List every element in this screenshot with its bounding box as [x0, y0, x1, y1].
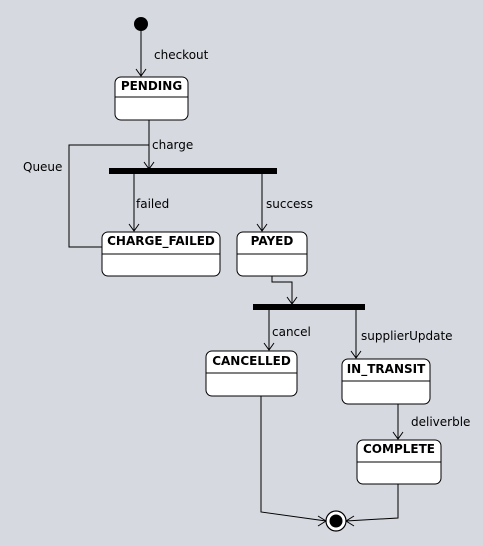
transition-label-deliverble: deliverble [411, 415, 470, 429]
state-name: CHARGE_FAILED [107, 234, 215, 249]
initial-state-node [134, 17, 148, 31]
transition-label-success: success [266, 197, 313, 211]
state-pending[interactable]: PENDING [114, 76, 189, 121]
state-in-transit[interactable]: IN_TRANSIT [341, 358, 431, 405]
arrowhead [135, 68, 147, 77]
state-payed[interactable]: PAYED [236, 231, 308, 277]
edge-payed-to-fork [271, 276, 293, 304]
state-cancelled[interactable]: CANCELLED [205, 350, 298, 397]
state-name: PENDING [121, 79, 182, 93]
final-state-node [325, 510, 347, 532]
fork-bar [109, 168, 277, 174]
transition-label-charge: charge [152, 138, 193, 152]
transition-label-supplier-update: supplierUpdate [361, 329, 453, 343]
state-name: COMPLETE [363, 442, 435, 456]
edge-complete-to-final [345, 484, 399, 522]
arrowhead [263, 342, 275, 351]
transition-label-checkout: checkout [154, 48, 209, 62]
transition-label-failed: failed [136, 197, 169, 211]
edge-cancelled-to-final [260, 396, 327, 522]
edge-queue-loop [68, 144, 149, 248]
fork-bar [253, 304, 365, 310]
state-complete[interactable]: COMPLETE [356, 439, 442, 485]
state-name: CANCELLED [212, 354, 291, 368]
state-charge-failed[interactable]: CHARGE_FAILED [101, 231, 221, 277]
transition-label-queue: Queue [23, 160, 62, 174]
transition-label-cancel: cancel [272, 325, 311, 339]
arrowhead [256, 223, 268, 232]
state-name: IN_TRANSIT [347, 362, 426, 377]
arrowhead [350, 350, 362, 359]
state-name: PAYED [251, 234, 294, 248]
arrowhead [392, 431, 404, 440]
arrowhead [128, 223, 140, 232]
